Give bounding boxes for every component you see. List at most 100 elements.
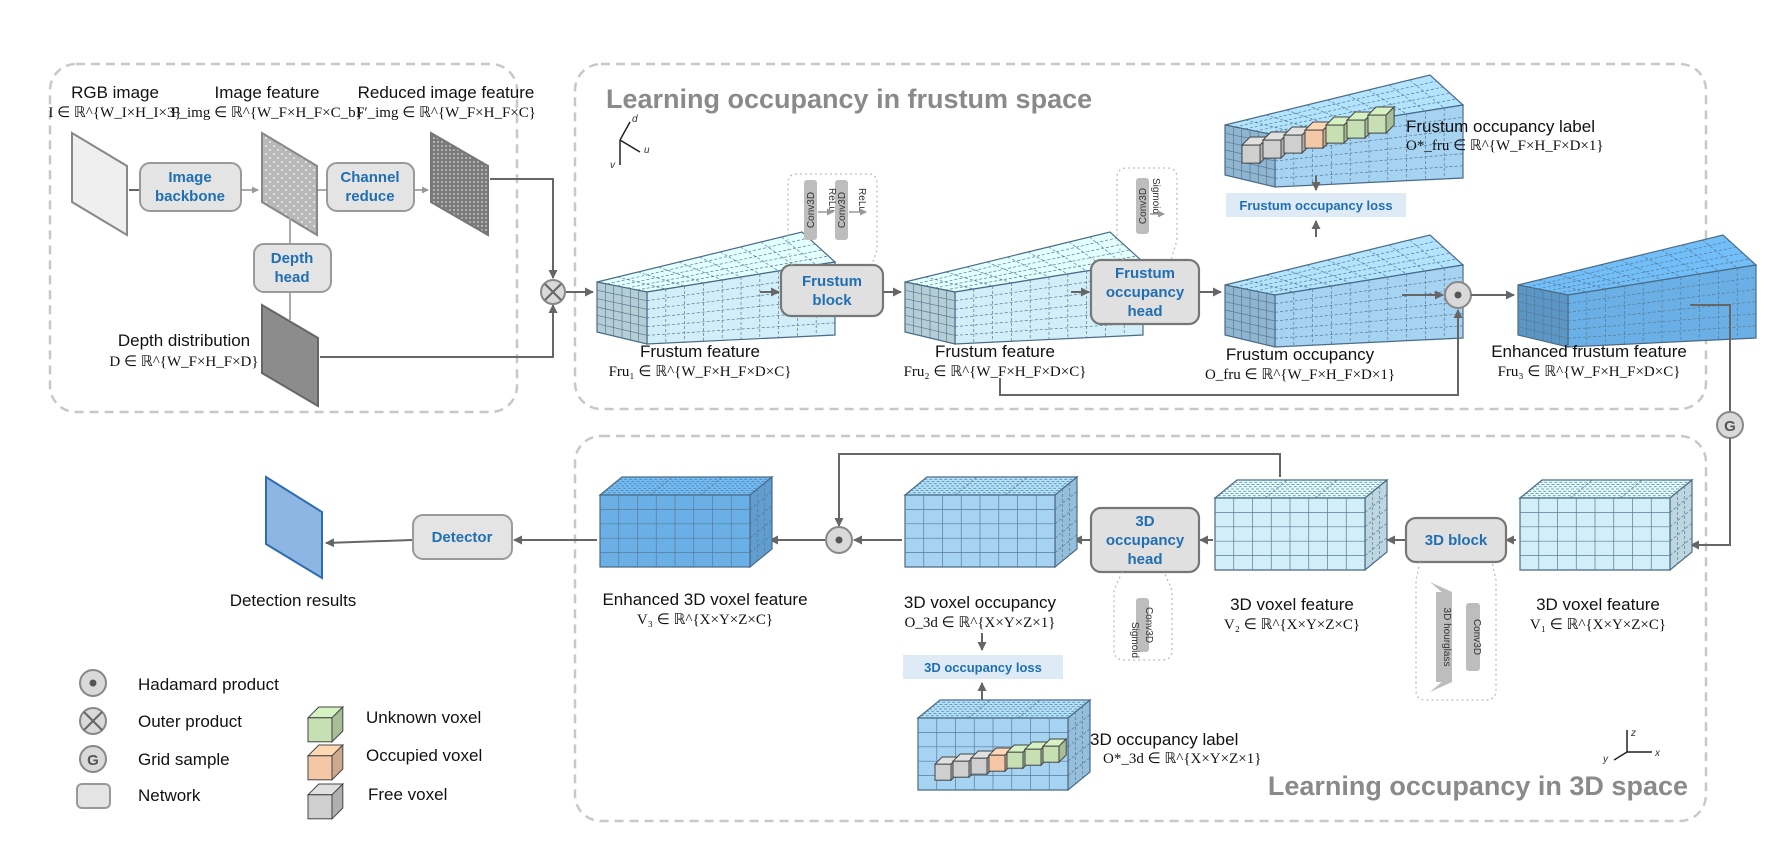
v3-label: Enhanced 3D voxel feature — [602, 590, 807, 609]
3d-block-box[interactable]: 3D block — [1404, 516, 1508, 564]
rgb-image: RGB image I ∈ ℝ^{W_I×H_I×3} — [48, 83, 182, 237]
frustum-block-conv1: Conv3D — [806, 192, 817, 228]
image-feature: Image feature F_img ∈ ℝ^{W_F×H_F×C_b} — [171, 83, 363, 237]
channel-reduce-line1: Channel — [340, 169, 399, 186]
3d-head-sigmoid: Sigmoid — [1129, 622, 1140, 658]
depth-head-line2: head — [274, 269, 309, 286]
legend-grid-symbol: G — [87, 752, 99, 769]
legend-network: Network — [76, 783, 201, 809]
legend-hadamard: Hadamard product — [79, 669, 279, 697]
frustum-head-sigmoid: Sigmoid — [1150, 178, 1161, 214]
frustum-block-relu1: ReLu — [826, 188, 837, 212]
legend-grid-label: Grid sample — [138, 750, 230, 769]
ofru-label: Frustum occupancy — [1226, 345, 1375, 364]
v1-label: 3D voxel feature — [1536, 595, 1660, 614]
legend-occupied-label: Occupied voxel — [366, 746, 482, 765]
axis-y: y — [1602, 754, 1609, 765]
image-backbone-line2: backbone — [155, 188, 225, 205]
legend-hadamard-label: Hadamard product — [138, 675, 279, 694]
image-backbone-box[interactable]: Image backbone — [139, 162, 242, 212]
fru-label-title: Frustum occupancy label — [1406, 117, 1595, 136]
3d-head-line2: occupancy — [1106, 532, 1185, 549]
frustum-block-relu2: ReLu — [856, 188, 867, 212]
frustum-section-title: Learning occupancy in frustum space — [606, 84, 1092, 114]
3d-block-conv: Conv3D — [1471, 619, 1482, 655]
image-feature-label: Image feature — [215, 83, 320, 102]
fru1-label: Frustum feature — [640, 342, 760, 361]
depth-head-box[interactable]: Depth head — [253, 243, 332, 293]
v2-label: 3D voxel feature — [1230, 595, 1354, 614]
voxel-feature-2 — [1213, 478, 1389, 572]
legend-occupied — [306, 743, 345, 782]
legend-outer: Outer product — [79, 707, 242, 735]
legend-unknown — [306, 705, 345, 744]
3d-voxel-occupancy — [903, 475, 1079, 569]
frustum-axes-icon: d u v — [610, 114, 650, 171]
frustum-section-frame — [573, 62, 1708, 411]
depth-head-line1: Depth — [271, 250, 314, 267]
grid-sample-icon: G — [1716, 411, 1744, 439]
depth-distribution: Depth distribution D ∈ ℝ^{W_F×H_F×D} — [109, 303, 319, 408]
3d-hourglass-text: 3D hourglass — [1441, 608, 1452, 667]
enhanced-frustum-feature — [1517, 234, 1758, 348]
voxel-section-title: Learning occupancy in 3D space — [1268, 771, 1688, 801]
axis-x: x — [1654, 748, 1661, 759]
legend-free — [306, 782, 345, 821]
ofru-math: O_fru ∈ ℝ^{W_F×H_F×D×1} — [1205, 367, 1395, 383]
legend: Hadamard product Outer product G Grid sa… — [76, 669, 482, 821]
3d-block-detail: 3D hourglass Conv3D — [1415, 561, 1497, 701]
fru1-math: Fru₁ ∈ ℝ^{W_F×H_F×D×C} — [609, 364, 792, 380]
3d-head-line3: head — [1127, 551, 1162, 568]
axis-v: v — [610, 160, 616, 171]
depth-distribution-math: D ∈ ℝ^{W_F×H_F×D} — [109, 354, 258, 370]
o3d-math: O_3d ∈ ℝ^{X×Y×Z×1} — [905, 615, 1056, 631]
fru3-label: Enhanced frustum feature — [1491, 342, 1687, 361]
3d-label-math: O*_3d ∈ ℝ^{X×Y×Z×1} — [1103, 751, 1261, 767]
voxel-feature-1 — [1518, 478, 1694, 572]
frustum-block-box[interactable]: Frustum block — [779, 263, 885, 318]
rgb-image-label: RGB image — [71, 83, 159, 102]
frustum-occupancy-head-box[interactable]: Frustum occupancy head — [1089, 258, 1201, 326]
channel-reduce-box[interactable]: Channel reduce — [326, 162, 415, 212]
3d-occupancy-label-volume — [916, 698, 1092, 792]
legend-network-label: Network — [138, 786, 201, 805]
frustum-head-conv: Conv3D — [1138, 188, 1149, 224]
3d-label-title: 3D occupancy label — [1090, 730, 1238, 749]
detection-results: Detection results — [230, 475, 357, 610]
o3d-label: 3D voxel occupancy — [904, 593, 1057, 612]
frustum-loss-text: Frustum occupancy loss — [1239, 198, 1392, 213]
frustum-head-line3: head — [1127, 303, 1162, 320]
fru2-label: Frustum feature — [935, 342, 1055, 361]
detection-results-label: Detection results — [230, 591, 357, 610]
grid-sample-symbol: G — [1724, 418, 1736, 435]
frustum-occupancy-label-volume — [1224, 74, 1465, 188]
3d-block-text: 3D block — [1425, 532, 1488, 549]
axis-d: d — [632, 114, 638, 125]
3d-occupancy-loss: 3D occupancy loss — [903, 655, 1063, 679]
frustum-block-conv2: Conv3D — [837, 192, 848, 228]
depth-distribution-label: Depth distribution — [118, 331, 250, 350]
detector-box[interactable]: Detector — [412, 514, 513, 560]
legend-free-label: Free voxel — [368, 785, 447, 804]
image-branch-frame — [48, 62, 519, 414]
axis-z: z — [1630, 728, 1636, 739]
outer-product-icon — [540, 279, 566, 305]
frustum-block-detail: Conv3D ReLu Conv3D ReLu — [787, 173, 878, 266]
frustum-head-line1: Frustum — [1115, 265, 1175, 282]
image-feature-math: F_img ∈ ℝ^{W_F×H_F×C_b} — [171, 105, 363, 121]
axis-u: u — [644, 145, 650, 156]
rgb-image-math: I ∈ ℝ^{W_I×H_I×3} — [48, 105, 181, 121]
v2-math: V₂ ∈ ℝ^{X×Y×Z×C} — [1224, 617, 1360, 633]
enhanced-voxel-feature — [598, 475, 774, 569]
reduced-image-feature: Reduced image feature F′_img ∈ ℝ^{W_F×H_… — [356, 83, 536, 237]
channel-reduce-line2: reduce — [345, 188, 394, 205]
legend-outer-label: Outer product — [138, 712, 242, 731]
frustum-block-line2: block — [812, 292, 852, 309]
fru3-math: Fru₃ ∈ ℝ^{W_F×H_F×D×C} — [1498, 364, 1681, 380]
fru-label-math: O*_fru ∈ ℝ^{W_F×H_F×D×1} — [1406, 138, 1604, 154]
3d-head-detail: Conv3D Sigmoid — [1113, 571, 1173, 661]
fru2-math: Fru₂ ∈ ℝ^{W_F×H_F×D×C} — [904, 364, 1087, 380]
v1-math: V₁ ∈ ℝ^{X×Y×Z×C} — [1530, 617, 1666, 633]
frustum-occupancy-loss: Frustum occupancy loss — [1226, 193, 1406, 217]
3d-occupancy-head-box[interactable]: 3D occupancy head — [1089, 506, 1201, 574]
